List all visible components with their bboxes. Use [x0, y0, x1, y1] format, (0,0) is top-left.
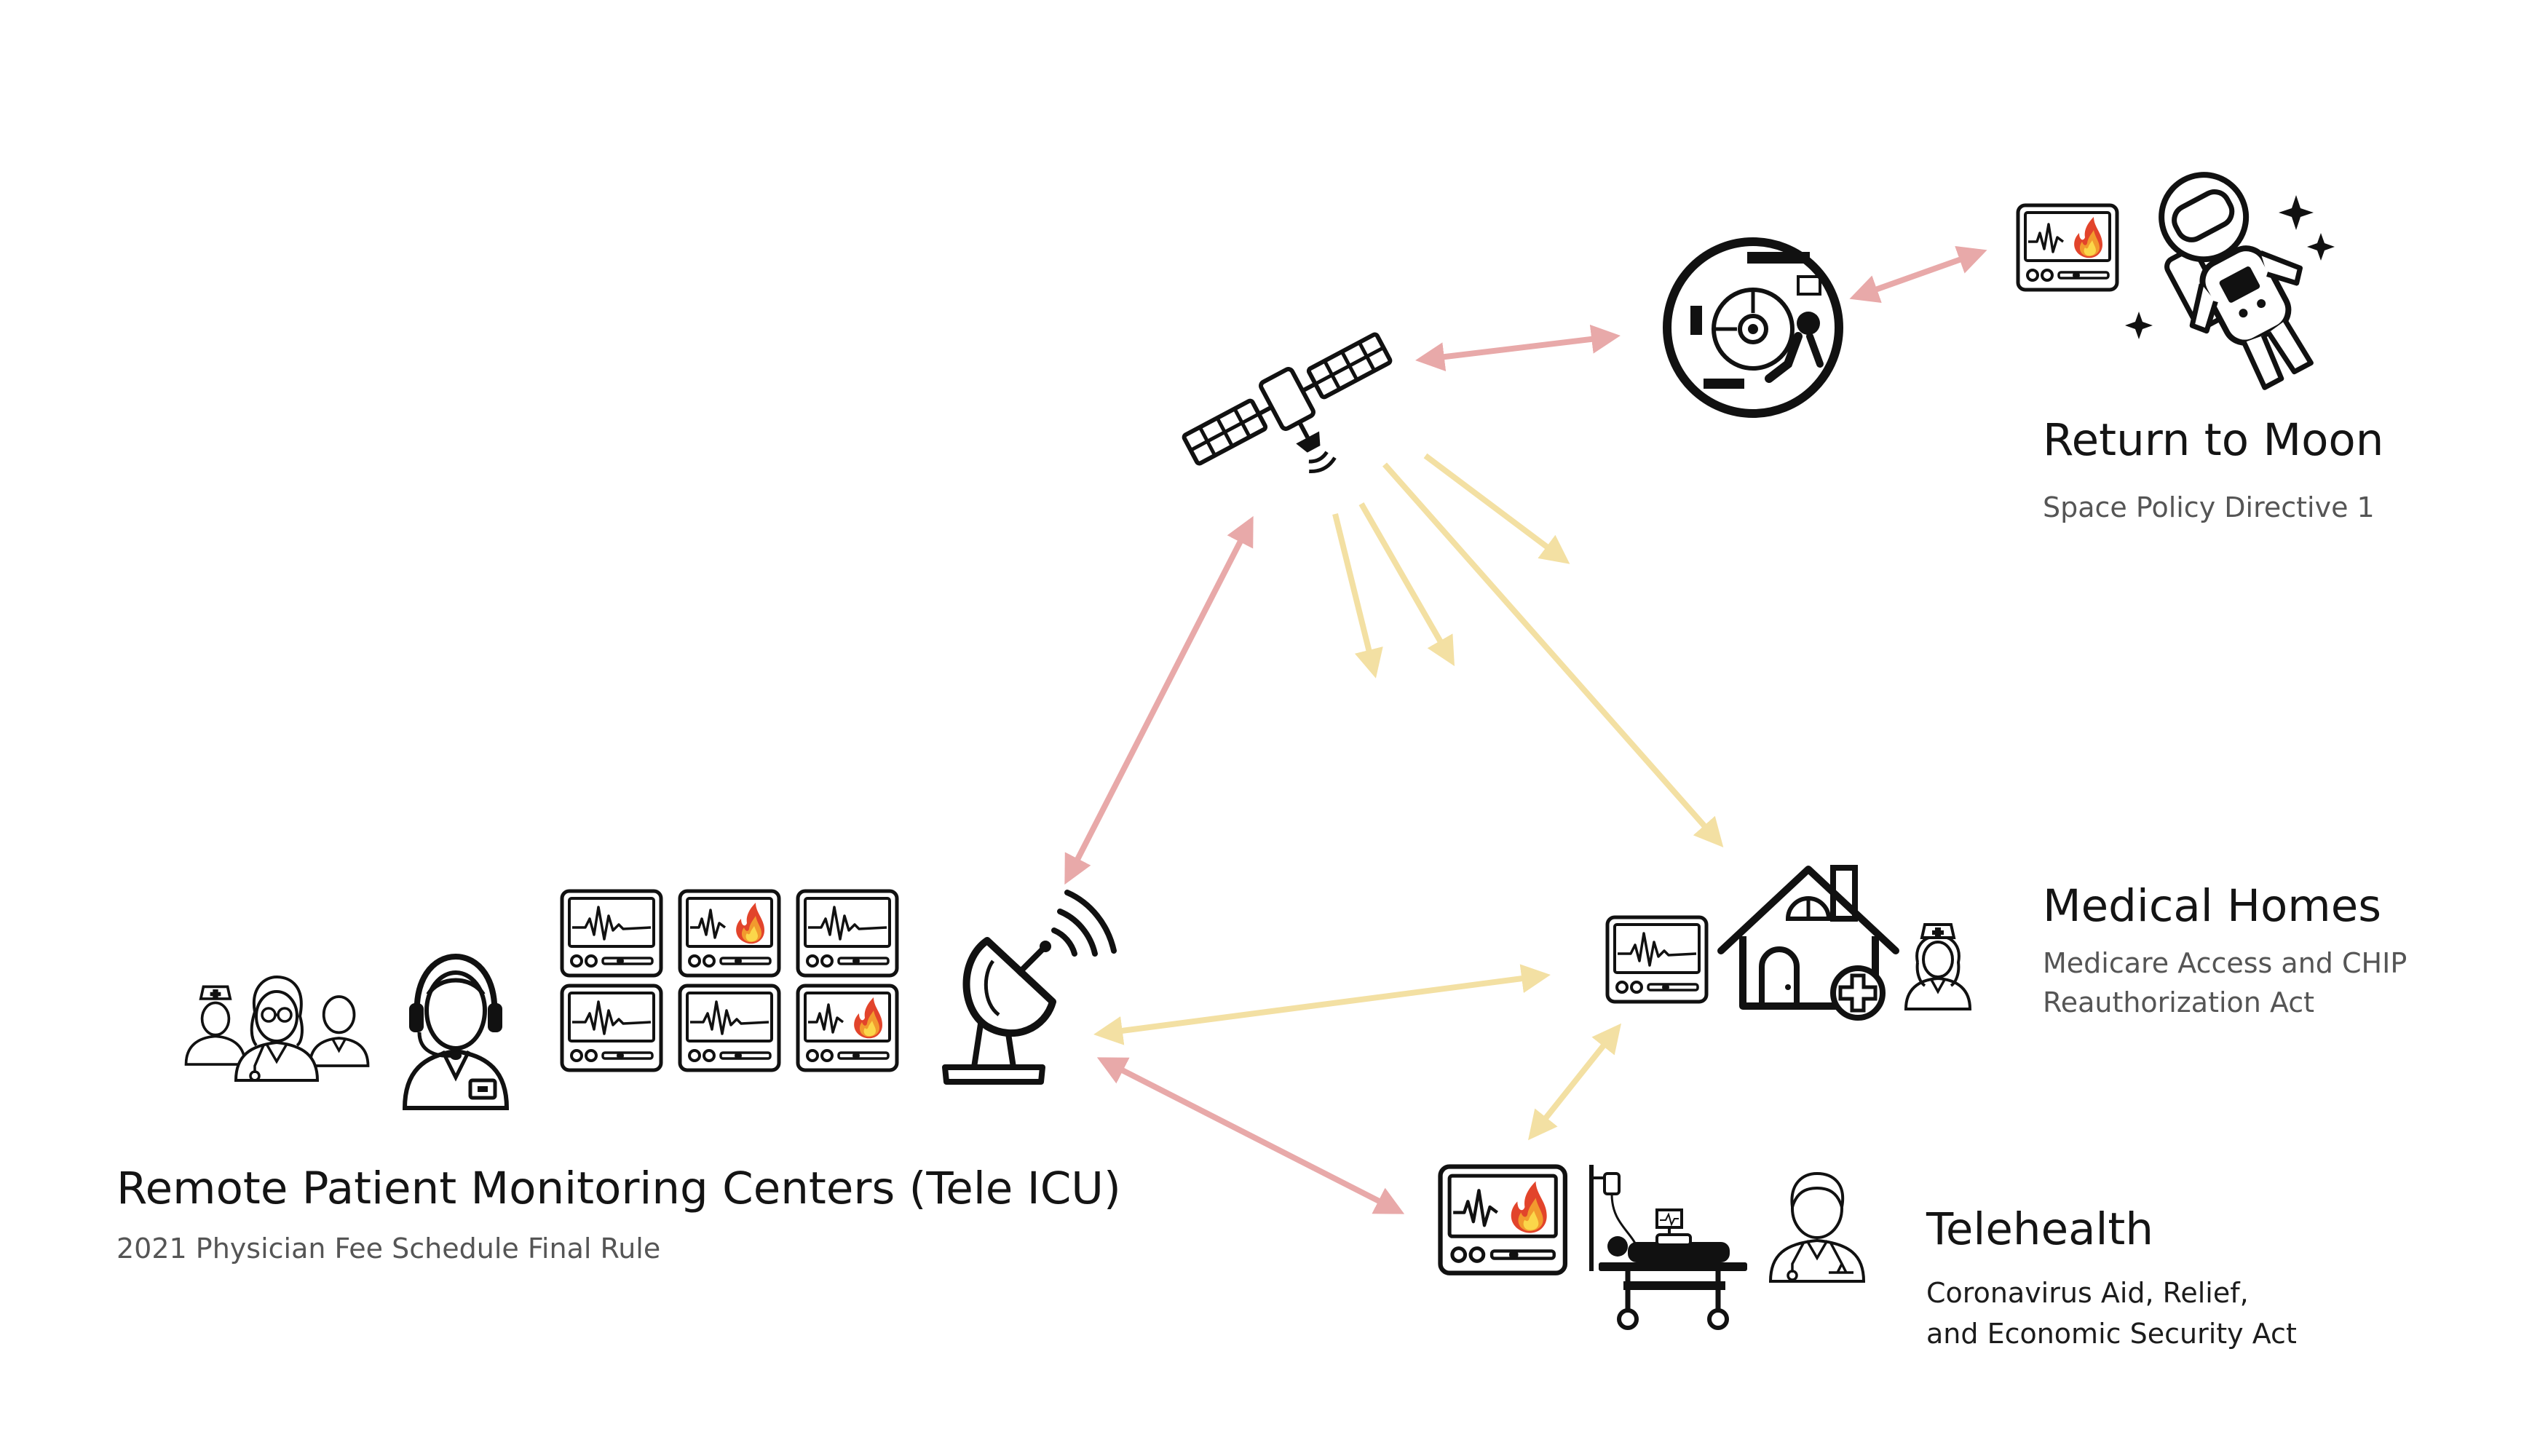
hospital-bed-patient-icon — [1589, 1165, 1747, 1330]
headset-operator-icon — [402, 953, 510, 1110]
moon-title: Return to Moon — [2043, 414, 2384, 466]
nurse-icon — [184, 985, 247, 1066]
astronaut-vital-monitor-icon — [2018, 205, 2117, 290]
arrow-home-telehealth — [1528, 1023, 1621, 1141]
medical-home-icon — [1717, 865, 1899, 1021]
arrow-dish-home — [1093, 964, 1551, 1045]
telehealth-subtitle: Coronavirus Aid, Relief, and Economic Se… — [1926, 1277, 2297, 1350]
vital-signs-monitor-icon — [680, 986, 779, 1070]
vital-signs-monitor-icon — [562, 986, 661, 1070]
staff-person-icon — [308, 995, 370, 1067]
home-vital-monitor-icon — [1607, 917, 1706, 1002]
rpm-title: Remote Patient Monitoring Centers (Tele … — [116, 1163, 1121, 1214]
satellite-dish-icon — [942, 890, 1117, 1085]
nurse-icon — [1904, 923, 1972, 1010]
vital-signs-monitor-icon — [798, 891, 897, 976]
doctor-icon — [234, 975, 320, 1082]
care-team-icon — [184, 975, 370, 1082]
homes-title: Medical Homes — [2043, 880, 2382, 932]
telehealth-alarm-monitor-icon — [1441, 1167, 1565, 1273]
monitor-wall — [562, 891, 897, 1070]
alarm-monitor-icon — [798, 986, 897, 1070]
sparkle-icons — [2125, 195, 2335, 339]
alarm-monitor-icon — [680, 891, 779, 976]
astronaut-icon — [2159, 172, 2314, 390]
space-station-porthole-icon — [1663, 237, 1843, 418]
arrow-broadcast-3 — [1423, 453, 1570, 564]
arrow-dish-telehealth — [1096, 1057, 1405, 1214]
arrow-satellite-station — [1415, 324, 1621, 372]
satellite-icon — [1182, 332, 1393, 473]
rpm-subtitle: 2021 Physician Fee Schedule Final Rule — [116, 1233, 661, 1265]
telehealth-title: Telehealth — [1926, 1203, 2153, 1255]
arrow-satellite-dish — [1064, 515, 1254, 885]
arrow-broadcast-1 — [1332, 513, 1383, 678]
arrow-station-astronaut — [1849, 245, 1987, 304]
connection-arrows — [1064, 245, 1987, 1214]
arrow-satellite-homes — [1382, 462, 1724, 847]
doctor-icon — [1768, 1171, 1866, 1283]
arrow-broadcast-2 — [1358, 502, 1455, 666]
vital-signs-monitor-icon — [562, 891, 661, 976]
homes-subtitle: Medicare Access and CHIP Reauthorization… — [2043, 947, 2407, 1018]
moon-subtitle: Space Policy Directive 1 — [2043, 491, 2375, 523]
